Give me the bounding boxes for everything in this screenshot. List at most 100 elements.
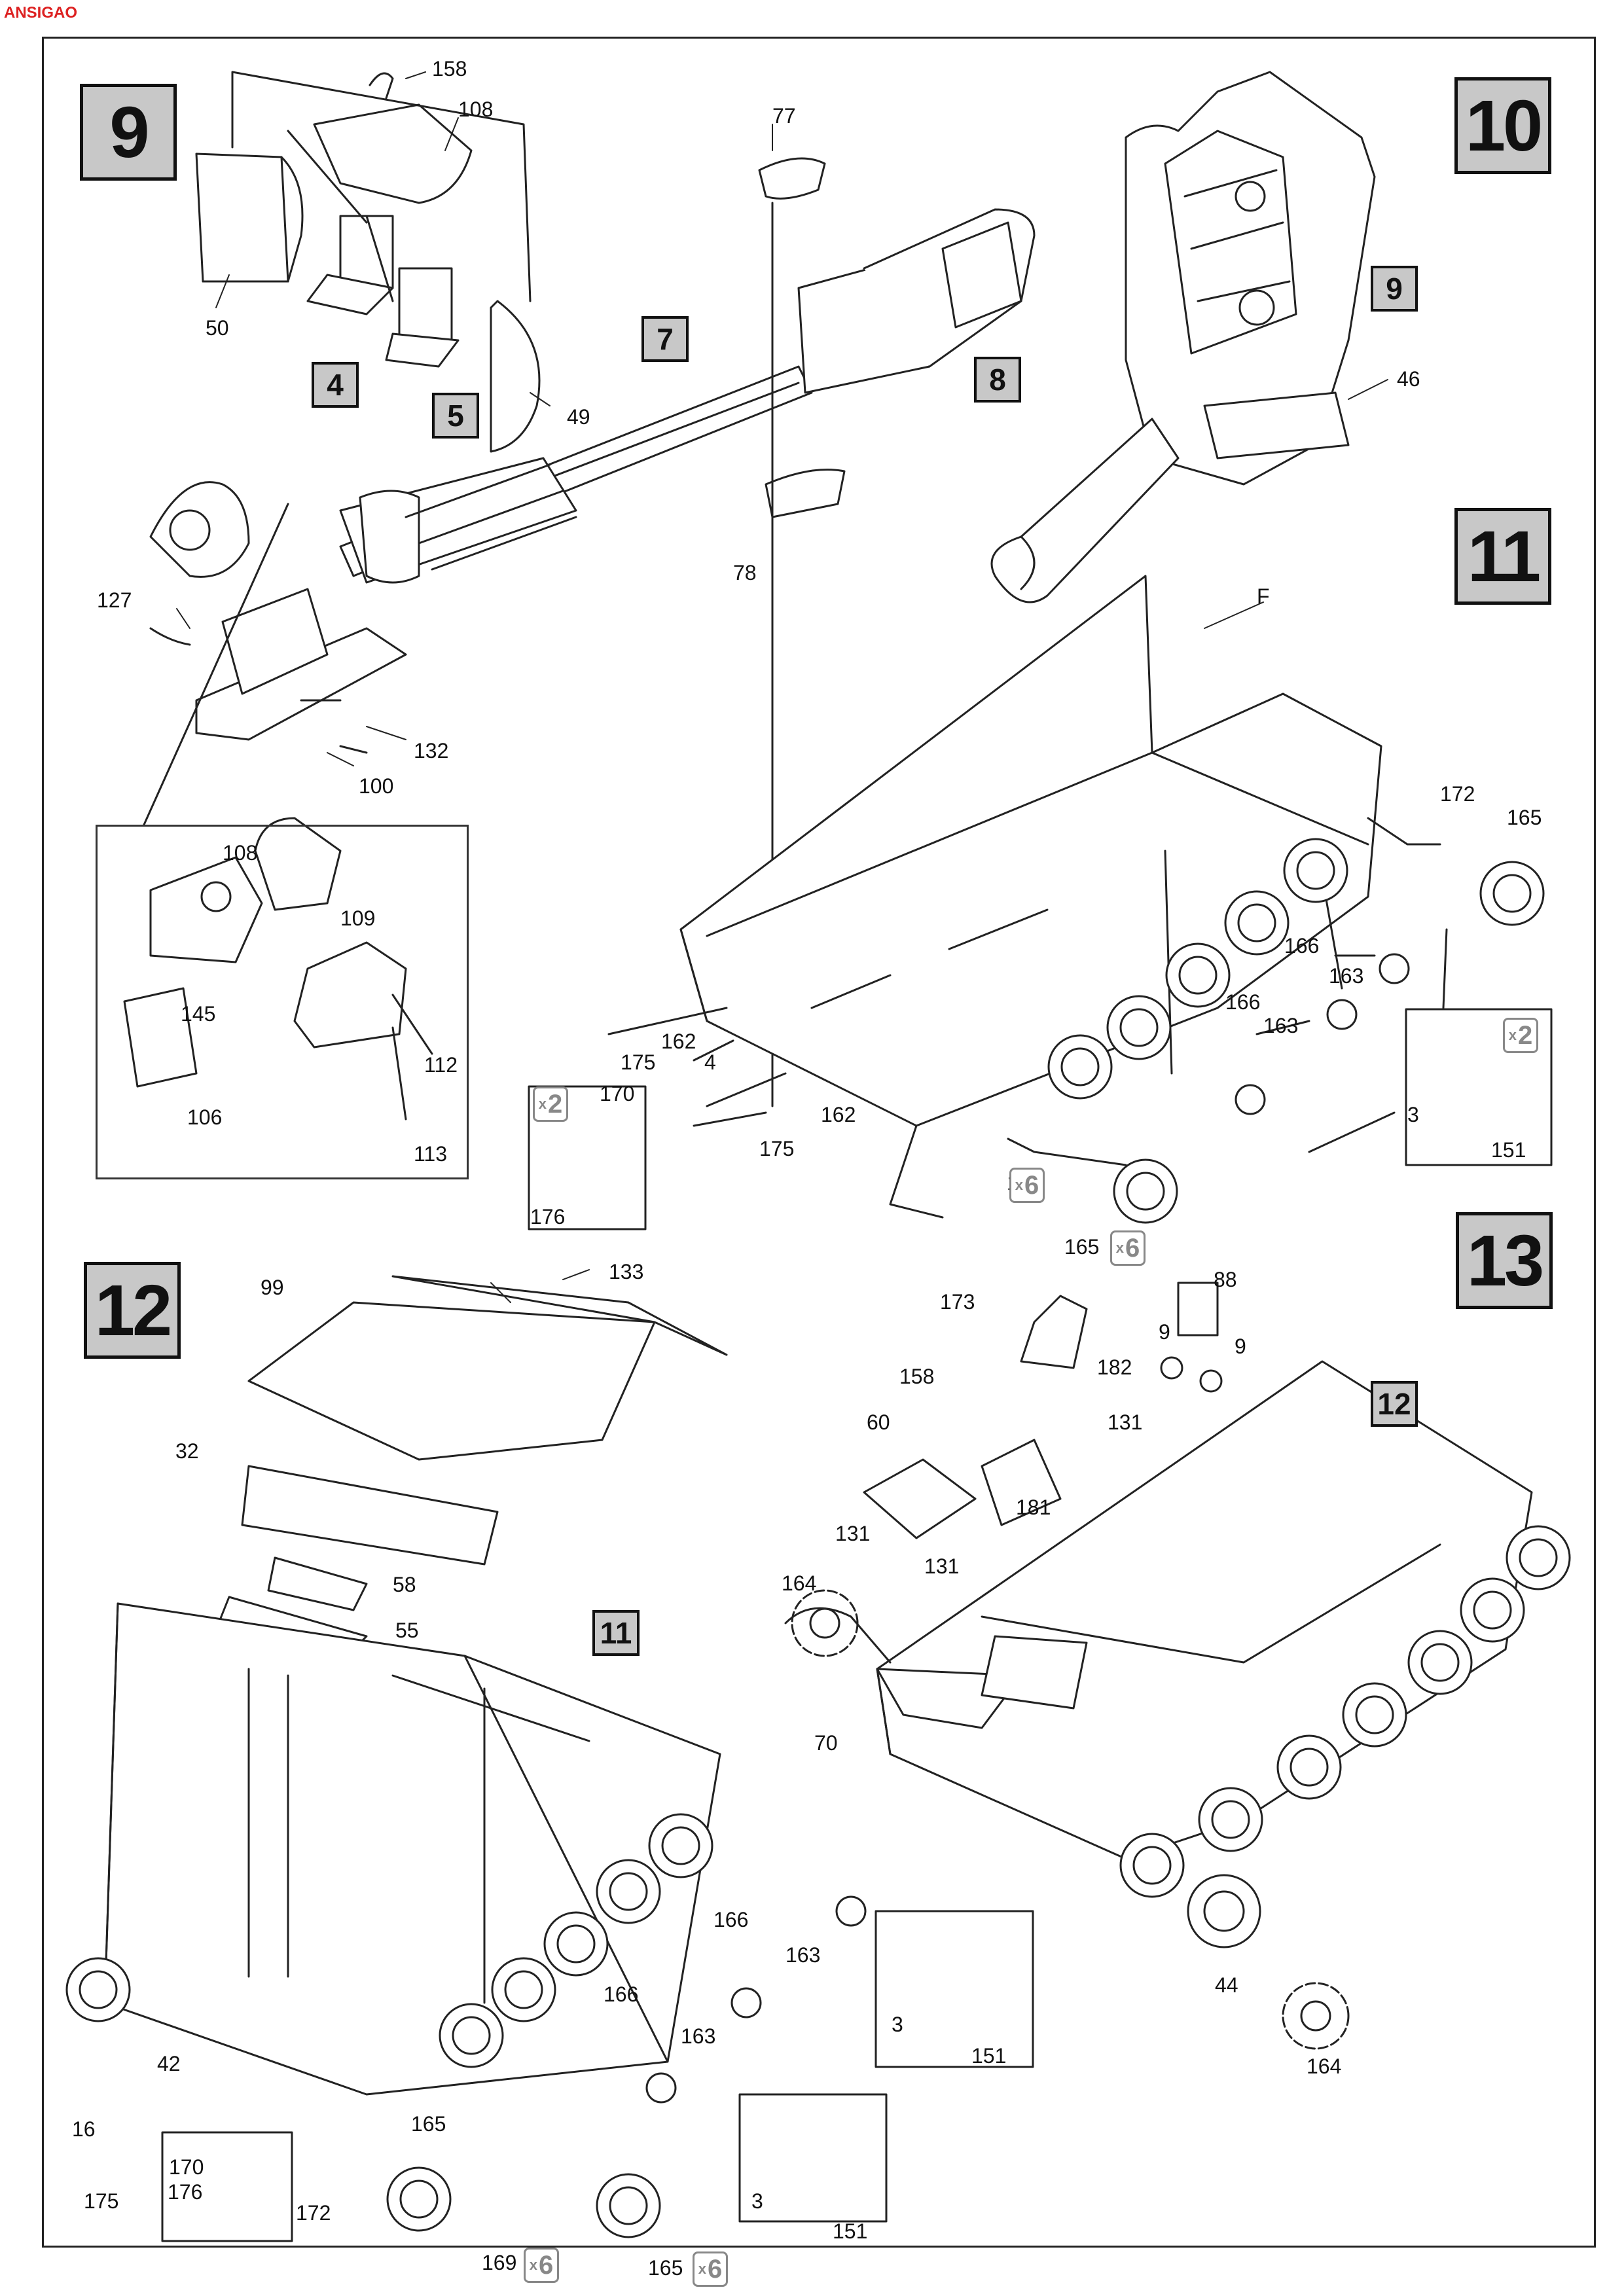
part-label: 3: [892, 2013, 903, 2036]
part-label: 3: [1407, 1103, 1419, 1126]
part-label: 163: [1329, 964, 1364, 988]
step12-inset-mid: [875, 1910, 1034, 2068]
part-label: 106: [187, 1105, 223, 1129]
part-label: 170: [600, 1082, 635, 1105]
part-label: 164: [1307, 2054, 1342, 2078]
part-label: 166: [713, 1908, 749, 1931]
part-label: 50: [206, 316, 229, 340]
part-label: 78: [733, 561, 757, 584]
brand-logo: ANSIGAO: [4, 4, 78, 22]
part-label: 162: [661, 1030, 696, 1053]
subassembly-ref-8: 8: [974, 357, 1021, 403]
part-label: 158: [899, 1365, 935, 1388]
step10-mount: [990, 71, 1376, 603]
subassembly-ref-7: 7: [641, 316, 689, 362]
part-label: 132: [414, 739, 449, 762]
step11-roadwheels: [1047, 838, 1545, 1224]
part-label: 99: [261, 1276, 284, 1299]
part-label: 151: [971, 2044, 1007, 2068]
part-label: 176: [530, 1205, 566, 1229]
step11-inset-right: [1405, 1008, 1553, 1166]
part-label: 151: [833, 2219, 868, 2243]
subassembly-ref-4: 4: [312, 362, 359, 408]
part-label: 60: [867, 1410, 890, 1434]
step11-hull: [607, 575, 1545, 1224]
part-label: 165: [1064, 1235, 1100, 1259]
part-label: 58: [393, 1573, 416, 1596]
step-12-number: 12: [84, 1262, 181, 1359]
part-label: 176: [168, 2180, 203, 2204]
part-label: 162: [821, 1103, 856, 1126]
subassembly-ref-12: 12: [1371, 1381, 1418, 1427]
part-label: 182: [1097, 1355, 1132, 1379]
part-label: 170: [169, 2155, 204, 2179]
part-label: 169: [482, 2251, 517, 2274]
part-label: 88: [1214, 1268, 1237, 1291]
step9-gun: [149, 157, 1036, 1107]
part-label: 175: [759, 1137, 795, 1160]
part-label: 181: [1016, 1496, 1051, 1519]
step-11-number: 11: [1454, 508, 1551, 605]
part-label: 133: [609, 1260, 644, 1283]
part-label: 3: [751, 2189, 763, 2213]
part-label: 163: [1263, 1014, 1299, 1037]
part-label: 131: [1108, 1410, 1143, 1434]
part-label: 4: [704, 1050, 716, 1074]
part-label: 49: [567, 405, 590, 429]
part-label: 9: [1159, 1320, 1170, 1344]
part-label: 77: [772, 104, 796, 128]
step12-hull: [65, 1275, 867, 2238]
part-label: 131: [835, 1522, 871, 1545]
part-label: 172: [296, 2201, 331, 2225]
step12-inset-bottom: [738, 2093, 888, 2223]
step-13-number: 13: [1456, 1212, 1553, 1309]
part-label: 108: [458, 98, 494, 121]
part-label: 165: [648, 2256, 683, 2280]
part-label: 131: [924, 1554, 960, 1578]
part-label: 145: [181, 1002, 216, 1026]
step9-detail-inset: [96, 825, 469, 1179]
part-label: 158: [432, 57, 467, 81]
part-label: 166: [1284, 934, 1320, 958]
part-label: 108: [223, 841, 258, 865]
step12-inset-left: [161, 2131, 293, 2242]
page-frame: [42, 37, 1596, 2248]
subassembly-ref-11: 11: [592, 1610, 640, 1656]
part-label: 172: [1440, 782, 1475, 806]
subassembly-ref-5: 5: [432, 393, 479, 439]
part-label: 151: [1491, 1138, 1526, 1162]
part-label: 166: [1225, 990, 1261, 1014]
part-label: 112: [424, 1053, 458, 1077]
part-label: 175: [621, 1050, 656, 1074]
part-label: 46: [1397, 367, 1420, 391]
step9-inset-art: [123, 503, 433, 1121]
part-label: 166: [604, 1982, 639, 2006]
part-label: 44: [1215, 1973, 1238, 1997]
step12-roadwheels: [65, 1813, 867, 2238]
subassembly-ref-9: 9: [1371, 266, 1418, 312]
step11-inset-left: [528, 1085, 647, 1230]
part-label: 16: [72, 2117, 96, 2141]
part-label: 165: [411, 2112, 446, 2136]
part-label: 165: [1507, 806, 1542, 829]
part-label: 55: [395, 1619, 419, 1642]
part-label: 113: [414, 1142, 448, 1166]
part-label: 42: [157, 2052, 181, 2075]
step13-hull: [784, 1282, 1571, 2050]
part-label: 9: [1235, 1335, 1246, 1358]
part-label: 173: [940, 1290, 975, 1314]
part-label: 100: [359, 774, 394, 798]
hull-part-label: F: [1257, 584, 1270, 608]
part-label: 32: [175, 1439, 199, 1463]
step9-shield-parts: [195, 71, 541, 453]
part-label: 109: [340, 906, 376, 930]
part-label: 127: [97, 588, 132, 612]
step-9-number: 9: [80, 84, 177, 181]
